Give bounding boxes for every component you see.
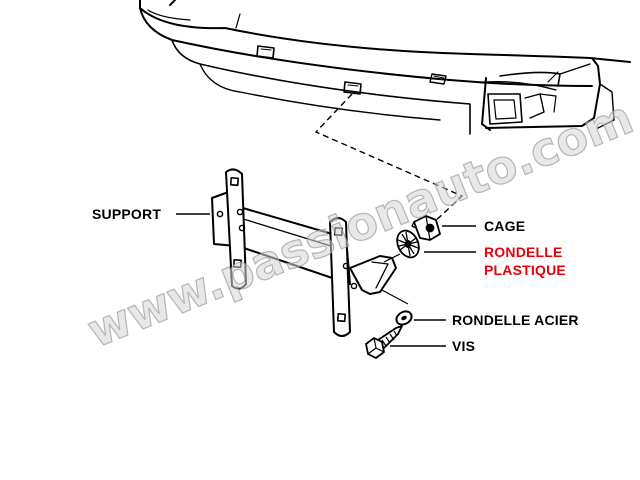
plastic-washer — [396, 229, 420, 259]
cage-nut — [411, 215, 441, 241]
label-support: SUPPORT — [92, 206, 161, 222]
label-rondelle-plastique-line2: PLASTIQUE — [484, 262, 566, 278]
bumper-drawing — [139, 0, 631, 135]
steel-washer — [395, 310, 413, 326]
label-cage: CAGE — [484, 218, 525, 234]
label-rondelle-plastique-line1: RONDELLE — [484, 244, 563, 260]
support-bracket — [211, 168, 397, 337]
dashed-leader — [314, 93, 464, 227]
label-leaders — [176, 213, 476, 347]
screw — [365, 325, 403, 359]
label-vis: VIS — [452, 338, 475, 354]
label-rondelle-acier: RONDELLE ACIER — [452, 312, 579, 328]
